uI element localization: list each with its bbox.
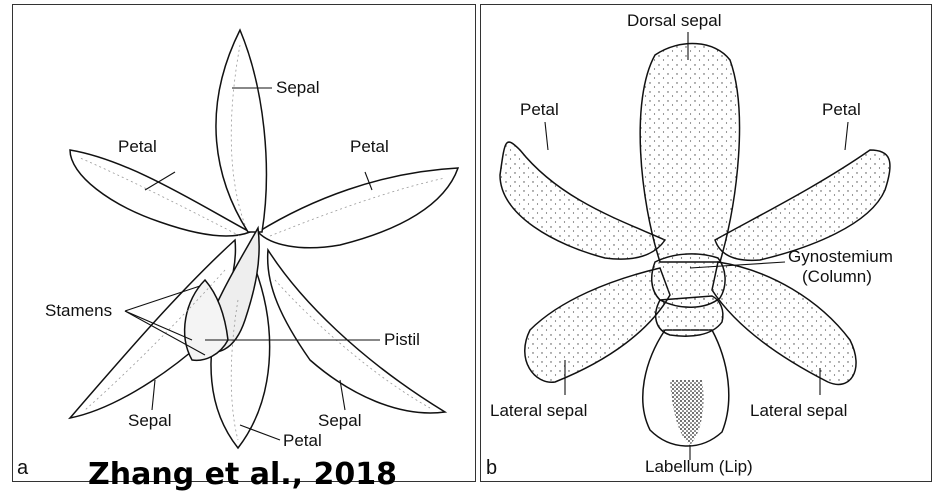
label-petal-bottom: Petal — [283, 432, 322, 449]
label-stamens: Stamens — [45, 302, 112, 319]
petal-right-b — [715, 150, 890, 260]
label-sepal-top: Sepal — [276, 79, 319, 96]
panel-a-drawing — [70, 30, 458, 448]
panel-a-letter: a — [17, 458, 28, 478]
panel-b-letter: b — [486, 458, 497, 478]
label-dorsal-sepal: Dorsal sepal — [627, 12, 722, 29]
label-sepal-left-a: Sepal — [128, 412, 171, 429]
label-pistil: Pistil — [384, 331, 420, 348]
label-gynostemium: Gynostemium — [788, 248, 893, 265]
label-column: (Column) — [802, 268, 872, 285]
label-lateral-sepal-left: Lateral sepal — [490, 402, 587, 419]
petal-left-b — [500, 142, 665, 259]
sepal-top — [216, 30, 266, 232]
label-petal-left-a: Petal — [118, 138, 157, 155]
label-sepal-right-a: Sepal — [318, 412, 361, 429]
label-labellum: Labellum (Lip) — [645, 458, 753, 475]
label-petal-left-b: Petal — [520, 101, 559, 118]
petal-right — [258, 168, 458, 248]
label-lateral-sepal-right: Lateral sepal — [750, 402, 847, 419]
label-petal-right-a: Petal — [350, 138, 389, 155]
callus — [656, 296, 723, 336]
dorsal-sepal — [640, 44, 739, 262]
label-petal-right-b: Petal — [822, 101, 861, 118]
credit-text: Zhang et al., 2018 — [88, 460, 397, 490]
